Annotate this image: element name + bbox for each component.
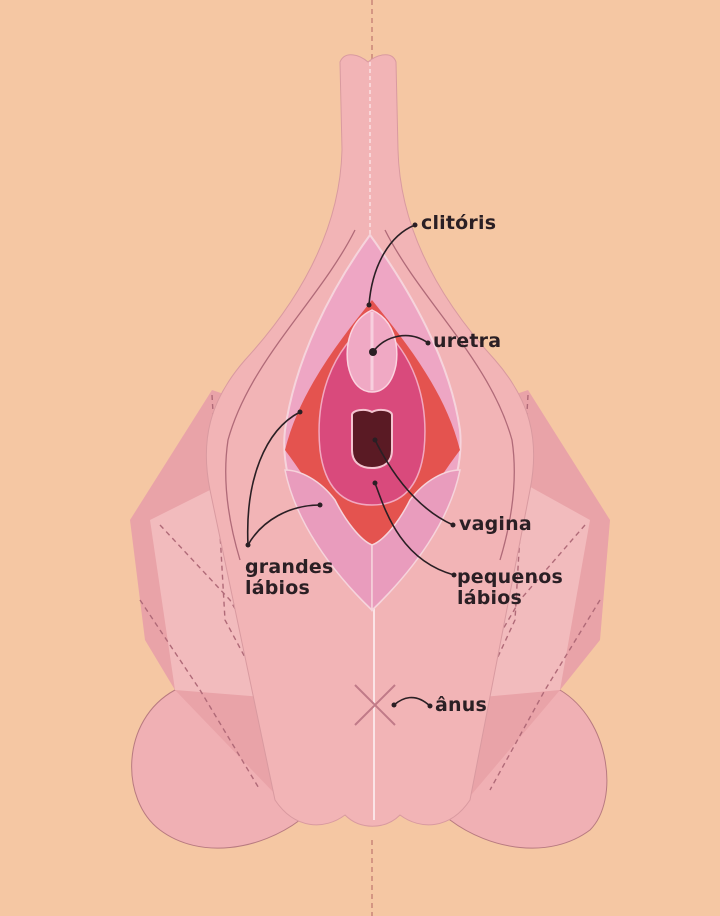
leader-lines xyxy=(246,224,455,707)
label-labia-majora: grandes lábios xyxy=(245,556,334,599)
label-anus: ânus xyxy=(435,694,487,716)
label-clitoris: clitóris xyxy=(421,212,497,234)
leader-dots xyxy=(245,222,457,709)
label-vagina: vagina xyxy=(459,513,532,535)
label-labia-minora: pequenos lábios xyxy=(457,566,563,609)
label-urethra: uretra xyxy=(433,330,502,352)
